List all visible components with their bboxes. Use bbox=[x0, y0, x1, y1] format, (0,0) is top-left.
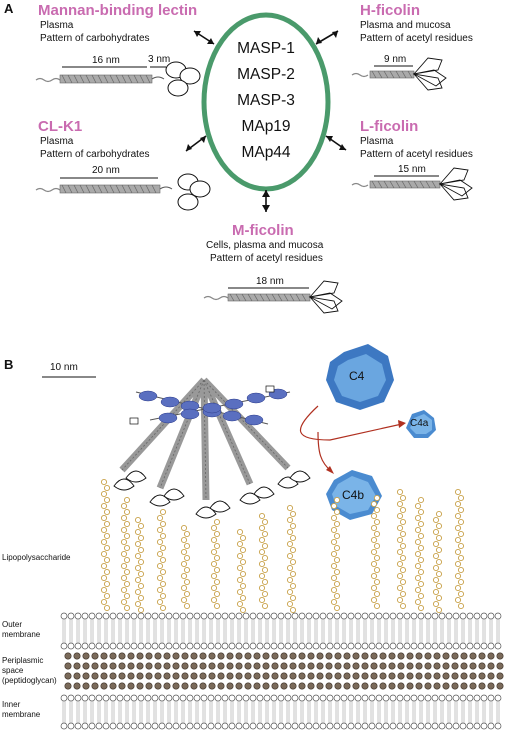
outer-label-2: membrane bbox=[2, 630, 41, 639]
hficolin-line2: Pattern of acetyl residues bbox=[360, 33, 473, 44]
mbl-title: Mannan-binding lectin bbox=[38, 2, 198, 19]
peri-label-3: (peptidoglycan) bbox=[2, 676, 57, 685]
mbl-line1: Plasma bbox=[40, 20, 74, 31]
membranes bbox=[60, 612, 504, 730]
c4a-label: C4a bbox=[410, 418, 429, 429]
peri-label-2: space bbox=[2, 666, 24, 675]
hficolin-molecule bbox=[351, 57, 447, 91]
clk1-length: 20 nm bbox=[92, 165, 120, 176]
panel-b-letter: B bbox=[4, 357, 14, 372]
scale-label: 10 nm bbox=[50, 362, 78, 373]
masp-item: MAp44 bbox=[241, 144, 291, 161]
clk1-molecule bbox=[35, 173, 211, 211]
lficolin-molecule bbox=[351, 167, 473, 201]
clk1-line1: Plasma bbox=[40, 136, 74, 147]
inner-label-2: membrane bbox=[2, 710, 41, 719]
lps-chains bbox=[100, 478, 465, 614]
masp-item: MAp19 bbox=[241, 118, 291, 135]
mficolin-molecule bbox=[203, 280, 343, 314]
lficolin-line2: Pattern of acetyl residues bbox=[360, 149, 473, 160]
mficolin-length: 18 nm bbox=[256, 276, 284, 287]
outer-label-1: Outer bbox=[2, 620, 23, 629]
c4b-label: C4b bbox=[342, 488, 365, 502]
clk1-title: CL-K1 bbox=[38, 118, 83, 135]
lficolin-line1: Plasma bbox=[360, 136, 394, 147]
hficolin-length: 9 nm bbox=[384, 54, 407, 65]
peri-label-1: Periplasmic bbox=[2, 656, 44, 665]
masp-item: MASP-2 bbox=[237, 66, 295, 83]
inner-label-1: Inner bbox=[2, 700, 21, 709]
masp-chain bbox=[129, 385, 291, 426]
mbl-complex bbox=[113, 377, 311, 519]
mbl-line2: Pattern of carbohydrates bbox=[40, 33, 150, 44]
mbl-length: 16 nm bbox=[92, 55, 120, 66]
lps-label: Lipopolysaccharide bbox=[2, 553, 71, 562]
masp-ring bbox=[201, 12, 331, 192]
panel-a-letter: A bbox=[4, 1, 14, 16]
c4-label: C4 bbox=[349, 369, 365, 383]
lficolin-length: 15 nm bbox=[398, 164, 426, 175]
masp-item: MASP-1 bbox=[237, 40, 295, 57]
mbl-molecule bbox=[35, 61, 201, 97]
masp-list: MASP-1 MASP-2 MASP-3 MAp19 MAp44 bbox=[204, 36, 328, 166]
hficolin-title: H-ficolin bbox=[360, 2, 420, 19]
hficolin-line1: Plasma and mucosa bbox=[360, 20, 451, 31]
mbl-head: 3 nm bbox=[148, 54, 171, 65]
clk1-line2: Pattern of carbohydrates bbox=[40, 149, 150, 160]
mficolin-line1: Cells, plasma and mucosa bbox=[206, 240, 324, 251]
masp-item: MASP-3 bbox=[237, 92, 295, 109]
mficolin-line2: Pattern of acetyl residues bbox=[210, 253, 323, 264]
mficolin-title: M-ficolin bbox=[232, 222, 294, 239]
lficolin-title: L-ficolin bbox=[360, 118, 419, 135]
